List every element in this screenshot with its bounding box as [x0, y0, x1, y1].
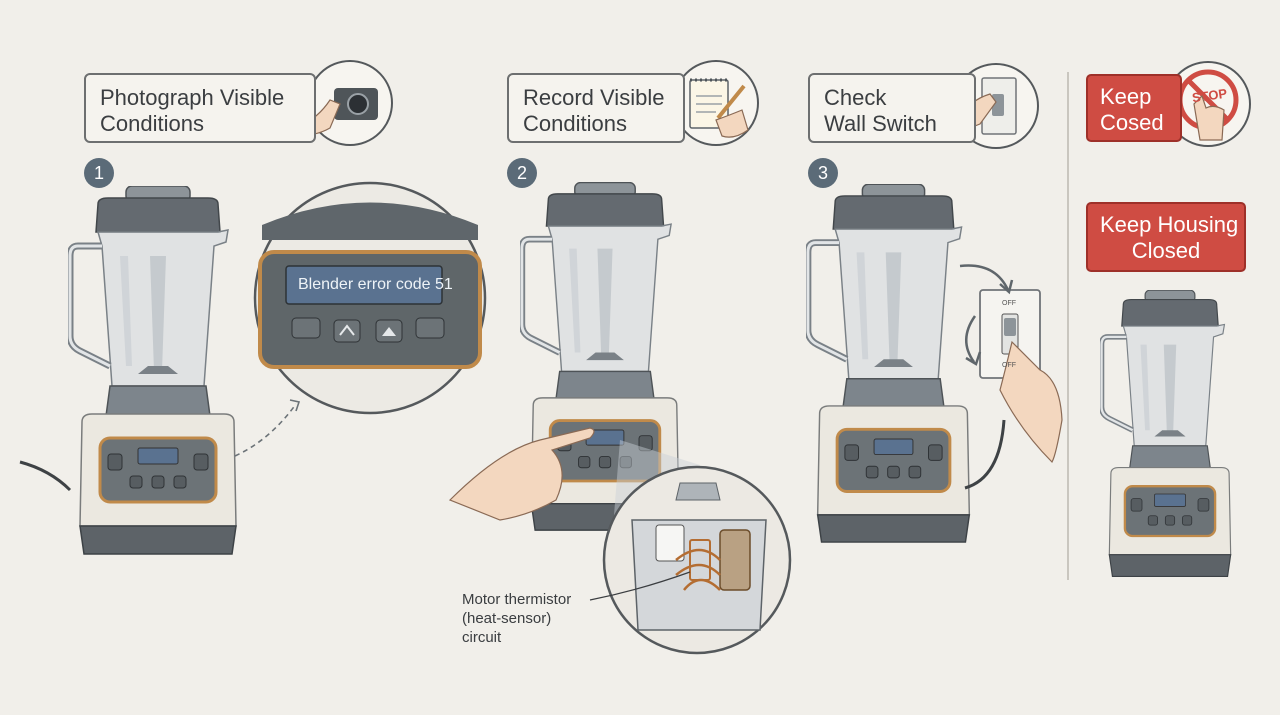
- step-2-badge: 2: [507, 158, 537, 188]
- keep-cosed-warning: Keep Cosed: [1086, 74, 1182, 142]
- switch-off-bottom-label: OFF: [1002, 362, 1016, 369]
- step-3-badge: 3: [808, 158, 838, 188]
- step-1-badge: 1: [84, 158, 114, 188]
- switch-off-top-label: OFF: [1002, 300, 1016, 307]
- step-2-label: Record Visible Conditions: [507, 73, 685, 143]
- blender-step-1: [70, 186, 236, 554]
- keep-housing-closed-warning: Keep Housing Closed: [1086, 202, 1246, 272]
- error-code-display: Blender error code 51: [298, 276, 453, 293]
- camera-circle: [295, 60, 393, 146]
- display-zoom-circle: [253, 181, 487, 415]
- blender-warning: [1102, 290, 1231, 576]
- motor-interior-circle: [602, 465, 792, 655]
- notepad-circle: [673, 60, 759, 146]
- blender-step-3: [808, 184, 969, 542]
- thermistor-annotation: Motor thermistor (heat-sensor) circuit: [462, 591, 572, 646]
- step-3-label: Check Wall Switch: [808, 73, 976, 143]
- step-1-label: Photograph Visible Conditions: [84, 73, 316, 143]
